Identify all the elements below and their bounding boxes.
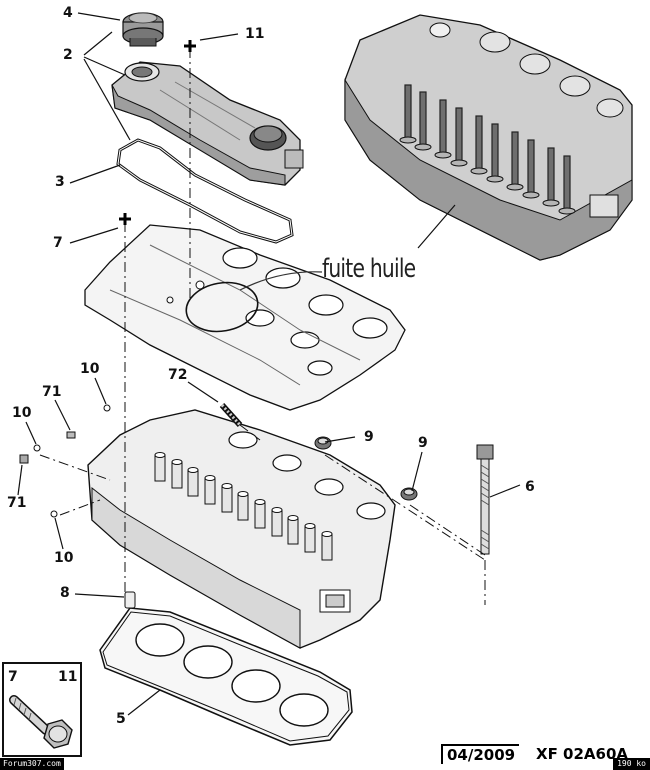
stud-72 (219, 402, 243, 428)
callout-11: 11 (245, 26, 265, 42)
callout-71-left: 71 (7, 495, 27, 511)
callout-7: 7 (53, 235, 63, 251)
alignment-lines (39, 48, 486, 605)
seal-9 (314, 436, 418, 501)
leader-lines (17, 12, 521, 716)
callout-9-center: 9 (364, 429, 374, 445)
valve-cover (111, 61, 304, 186)
plugs-10-71 (19, 404, 111, 518)
callout-6: 6 (525, 479, 535, 495)
callout-10-top: 10 (80, 361, 100, 377)
callout-2: 2 (63, 47, 73, 63)
bolt-icon (9, 695, 73, 749)
callout-10-left: 10 (12, 405, 32, 421)
plus-markers (119, 40, 196, 225)
callout-9-right: 9 (418, 435, 428, 451)
inset-callout-11: 11 (58, 669, 78, 685)
camshaft-carrier (84, 224, 406, 411)
watermark-file-size: 190 ko (613, 758, 650, 770)
camshaft-assembly-view (344, 14, 633, 261)
watermark-site: Forum307.com (0, 758, 64, 770)
diagram-date: 04/2009 (441, 744, 520, 764)
callout-10-bottom: 10 (54, 550, 74, 566)
inset-callout-7: 7 (8, 669, 18, 685)
head-gasket (99, 607, 353, 746)
callout-8: 8 (60, 585, 70, 601)
oil-leak-annotation: fuite huile (322, 254, 416, 284)
oil-filler-cap (122, 12, 164, 47)
oil-leak-marker (185, 281, 259, 333)
cylinder-head (87, 409, 396, 649)
callout-5: 5 (116, 711, 126, 727)
diagram-reference-code: XF 02A60A (536, 745, 628, 763)
head-bolt (476, 444, 494, 555)
callout-3: 3 (55, 174, 65, 190)
callout-4: 4 (63, 5, 73, 21)
dowel-pin (124, 591, 136, 609)
callout-72: 72 (168, 367, 188, 383)
valve-cover-gasket (116, 138, 294, 244)
callout-71-top: 71 (42, 384, 62, 400)
bolt-detail-inset: 7 11 (2, 662, 82, 757)
